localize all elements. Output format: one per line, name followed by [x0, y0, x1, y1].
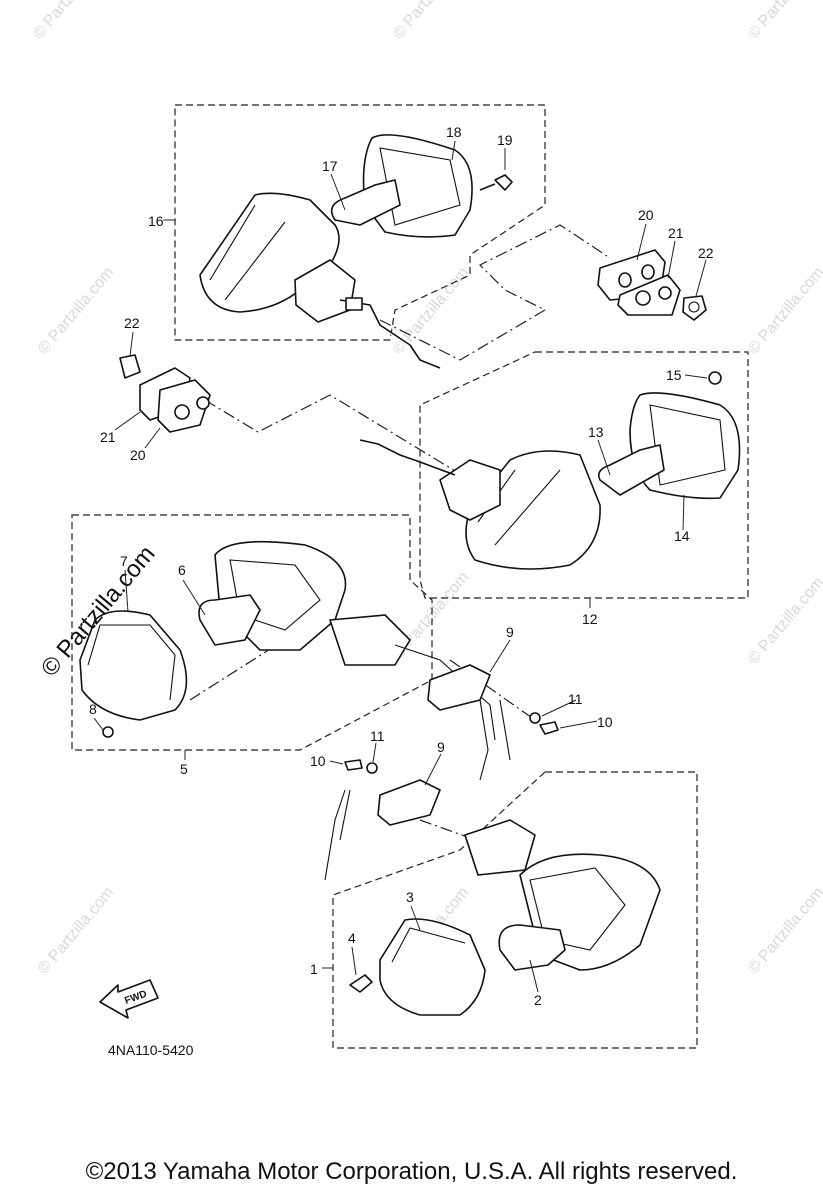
- watermark: © Partzilla.com: [390, 0, 472, 43]
- callout: 17: [322, 158, 338, 174]
- wiring-bracket-9b: [377, 779, 441, 826]
- assembly-outline-1: [332, 771, 698, 1049]
- callout: 3: [406, 889, 414, 905]
- callout: 11: [568, 691, 583, 707]
- callout: 1: [310, 961, 318, 977]
- callout: 5: [180, 761, 188, 777]
- wire-harness: [324, 699, 511, 881]
- turn-signal-bottom: [349, 819, 661, 1016]
- callout: 11: [370, 728, 385, 744]
- callout: 2: [534, 992, 542, 1008]
- callout: 22: [124, 315, 140, 331]
- turn-signal-top: [199, 134, 473, 369]
- callout: 15: [666, 367, 682, 383]
- watermark: © Partzilla.com: [745, 264, 823, 358]
- callout: 20: [130, 447, 146, 463]
- callout: 6: [178, 562, 186, 578]
- bolt-10b: [344, 759, 363, 771]
- callout: 19: [497, 132, 513, 148]
- fwd-arrow-icon: FWD: [99, 979, 159, 1019]
- watermark: © Partzilla.com: [35, 884, 117, 978]
- grommet-set-left: [119, 354, 211, 433]
- callouts: 1 2 3 4 5 6 7 8 9 9 10 10 11 11 12 13 14…: [89, 124, 714, 1008]
- callout: 12: [582, 611, 598, 627]
- callout: 18: [446, 124, 462, 140]
- washer-11b: [366, 762, 378, 774]
- watermark: © Partzilla.com: [390, 264, 472, 358]
- callout: 9: [437, 739, 445, 755]
- callout: 21: [100, 429, 116, 445]
- copyright-notice: ©2013 Yamaha Motor Corporation, U.S.A. A…: [85, 1158, 738, 1185]
- diagram-code: 4NA110-5420: [108, 1042, 194, 1058]
- callout: 21: [668, 225, 684, 241]
- watermark: © Partzilla.com: [35, 264, 117, 358]
- leader-lines: [93, 140, 708, 993]
- bolt-10a: [539, 721, 559, 735]
- callout: 13: [588, 424, 604, 440]
- watermark: © Partzilla.com: [745, 574, 823, 668]
- callout: 22: [698, 245, 714, 261]
- assembly-outline-12: [419, 351, 749, 599]
- washer-11a: [529, 712, 541, 724]
- turn-signal-right: [359, 371, 741, 570]
- callout: 4: [348, 930, 356, 946]
- screw-19: [479, 174, 513, 191]
- watermark: © Partzilla.com: [745, 0, 823, 43]
- callout: 16: [148, 213, 164, 229]
- watermark: © Partzilla.com: [745, 884, 823, 978]
- assembly-outline-5: [71, 514, 433, 751]
- callout: 7: [120, 553, 128, 569]
- turn-signal-left: [79, 540, 496, 741]
- callout: 8: [89, 701, 97, 717]
- callout: 20: [638, 207, 654, 223]
- callout: 10: [310, 753, 326, 769]
- watermark: © Partzilla.com: [30, 0, 112, 43]
- callout: 14: [674, 528, 690, 544]
- grommet-set-right: [597, 249, 707, 321]
- callout: 9: [506, 624, 514, 640]
- callout: 10: [597, 714, 613, 730]
- assembly-outline-16: [174, 104, 546, 341]
